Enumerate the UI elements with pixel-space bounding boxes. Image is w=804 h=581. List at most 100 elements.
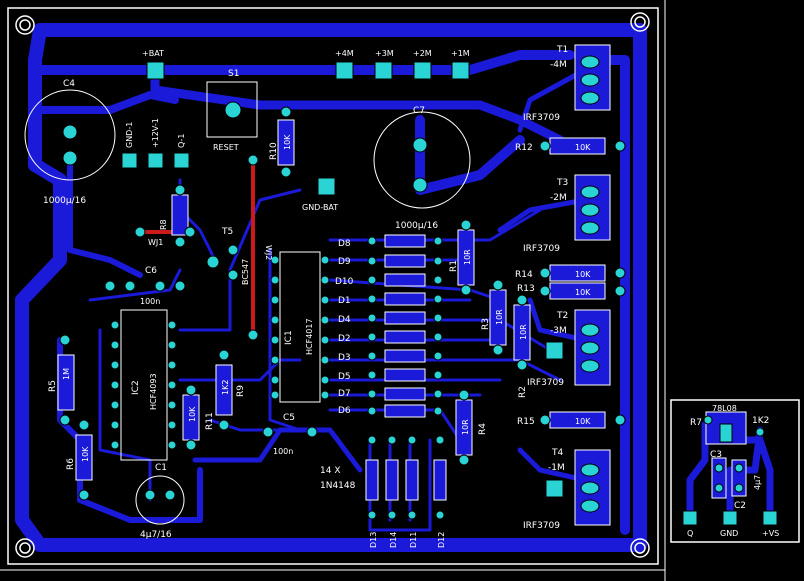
label-irf-t1: IRF3709 — [523, 113, 560, 123]
label-r5: R5 — [48, 380, 58, 392]
label-small-ic: 78L08 — [712, 404, 737, 413]
regulator-board-outline — [670, 399, 800, 543]
label-c4-value: 1000μ/16 — [43, 196, 86, 206]
label-r9: R9 — [236, 385, 246, 397]
label-r14: R14 — [515, 270, 533, 280]
label-2m: +2M — [413, 49, 432, 58]
label-r9-value: 1K2 — [221, 380, 230, 395]
label-c5-value: 100n — [273, 447, 293, 456]
regulator-c2-pad-a — [734, 463, 744, 473]
label-t1: T1 — [556, 45, 568, 55]
label-d5: D5 — [338, 372, 351, 382]
label-small-gnd: GND — [720, 529, 738, 538]
label-c5: C5 — [283, 413, 295, 423]
label-r4-value: 10R — [461, 419, 470, 435]
regulator-pad-q — [682, 510, 698, 526]
label-hcf4093: HCF4093 — [149, 373, 158, 410]
label-d9: D9 — [338, 257, 351, 267]
label-d1: D1 — [338, 296, 351, 306]
label-d11: D11 — [409, 532, 418, 548]
label-c1-value: 4μ7/16 — [140, 530, 172, 540]
regulator-c3-pad-a — [714, 463, 724, 473]
regulator-board: 78L08 R7 1K2 C3 C2 4μ7 Q GND +VS — [670, 399, 800, 543]
label-r13: R13 — [517, 284, 535, 294]
ic1-outline — [279, 251, 321, 403]
label-r15-value: 10K — [575, 417, 591, 426]
label-small-c2: C2 — [734, 501, 746, 511]
label-c6-value: 100n — [140, 297, 160, 306]
label-ic1: IC1 — [284, 330, 294, 345]
label-1m: +1M — [451, 49, 470, 58]
s1-pad — [224, 101, 242, 119]
label-r11-value: 10K — [188, 406, 197, 422]
label-bat-plus: +BAT — [142, 49, 164, 58]
label-bc547: BC547 — [241, 259, 250, 285]
label-r4: R4 — [478, 423, 488, 435]
label-d7: D7 — [338, 389, 351, 399]
label-r10-value: 10K — [283, 134, 292, 150]
label-c6: C6 — [145, 266, 157, 276]
label-reset: RESET — [213, 143, 239, 152]
label-r11: R11 — [205, 412, 215, 430]
label-small-c3: C3 — [710, 450, 722, 460]
label-r15: R15 — [517, 417, 535, 427]
main-board-outline — [7, 7, 659, 565]
label-small-4u7: 4μ7 — [753, 475, 762, 490]
regulator-1k2-pad — [755, 427, 765, 437]
c4-outline — [24, 89, 116, 181]
label-r3: R3 — [481, 318, 491, 330]
label-q1: Q-1 — [177, 134, 186, 149]
label-4m: +4M — [335, 49, 354, 58]
main-board: +BAT +4M +3M +2M +1M S1 RESET C4 1000μ/1… — [7, 7, 659, 565]
label-d10: D10 — [335, 277, 354, 287]
label-r6: R6 — [66, 458, 76, 470]
label-r12: R12 — [515, 143, 533, 153]
label-wj2: WJ2 — [264, 245, 273, 260]
label-d8: D8 — [338, 239, 351, 249]
regulator-c2-pad-b — [734, 483, 744, 493]
silkscreen-labels: +BAT +4M +3M +2M +1M S1 RESET C4 1000μ/1… — [43, 45, 591, 548]
label-r14-value: 10K — [575, 270, 591, 279]
label-r13-value: 10K — [575, 288, 591, 297]
label-ic2: IC2 — [131, 380, 141, 395]
diode-bodies — [365, 234, 447, 501]
label-3m: +3M — [375, 49, 394, 58]
label-irf-t4: IRF3709 — [523, 521, 560, 531]
label-irf-t3: IRF3709 — [523, 244, 560, 254]
label-m4-minus: -4M — [550, 60, 567, 70]
regulator-c3-pad-b — [714, 483, 724, 493]
label-t5: T5 — [221, 227, 233, 237]
resistor-bodies — [57, 119, 606, 481]
regulator-r7-pad — [703, 415, 713, 425]
label-d6: D6 — [338, 406, 351, 416]
label-d2: D2 — [338, 334, 351, 344]
label-hcf4017: HCF4017 — [305, 318, 314, 355]
ic2-outline — [120, 309, 168, 461]
label-d4: D4 — [338, 315, 351, 325]
label-d13: D13 — [369, 532, 378, 548]
label-irf-t2: IRF3709 — [527, 378, 564, 388]
label-r6-value: 10K — [81, 446, 90, 462]
pads — [59, 55, 626, 520]
mounting-holes — [15, 12, 650, 558]
label-r10: R10 — [269, 142, 279, 160]
label-m3-minus: -3M — [550, 326, 567, 336]
label-r5-value: 1M — [62, 368, 71, 380]
label-diode-type: 1N4148 — [320, 481, 356, 491]
label-small-1k2: 1K2 — [752, 416, 769, 426]
label-small-vs: +VS — [762, 529, 779, 538]
label-small-r7: R7 — [690, 418, 702, 428]
label-small-q: Q — [687, 529, 693, 538]
s1-outline — [206, 81, 258, 138]
label-d14: D14 — [389, 532, 398, 548]
label-d12: D12 — [437, 532, 446, 548]
label-c7-value: 1000μ/16 — [395, 221, 438, 231]
regulator-pad-gnd — [722, 510, 738, 526]
c1-outline — [135, 475, 185, 525]
label-m2-minus: -2M — [550, 193, 567, 203]
label-gnd1: GND-1 — [125, 122, 134, 148]
label-t2: T2 — [556, 311, 568, 321]
label-r2-value: 10R — [519, 324, 528, 340]
label-gnd-bat: GND-BAT — [302, 203, 338, 212]
